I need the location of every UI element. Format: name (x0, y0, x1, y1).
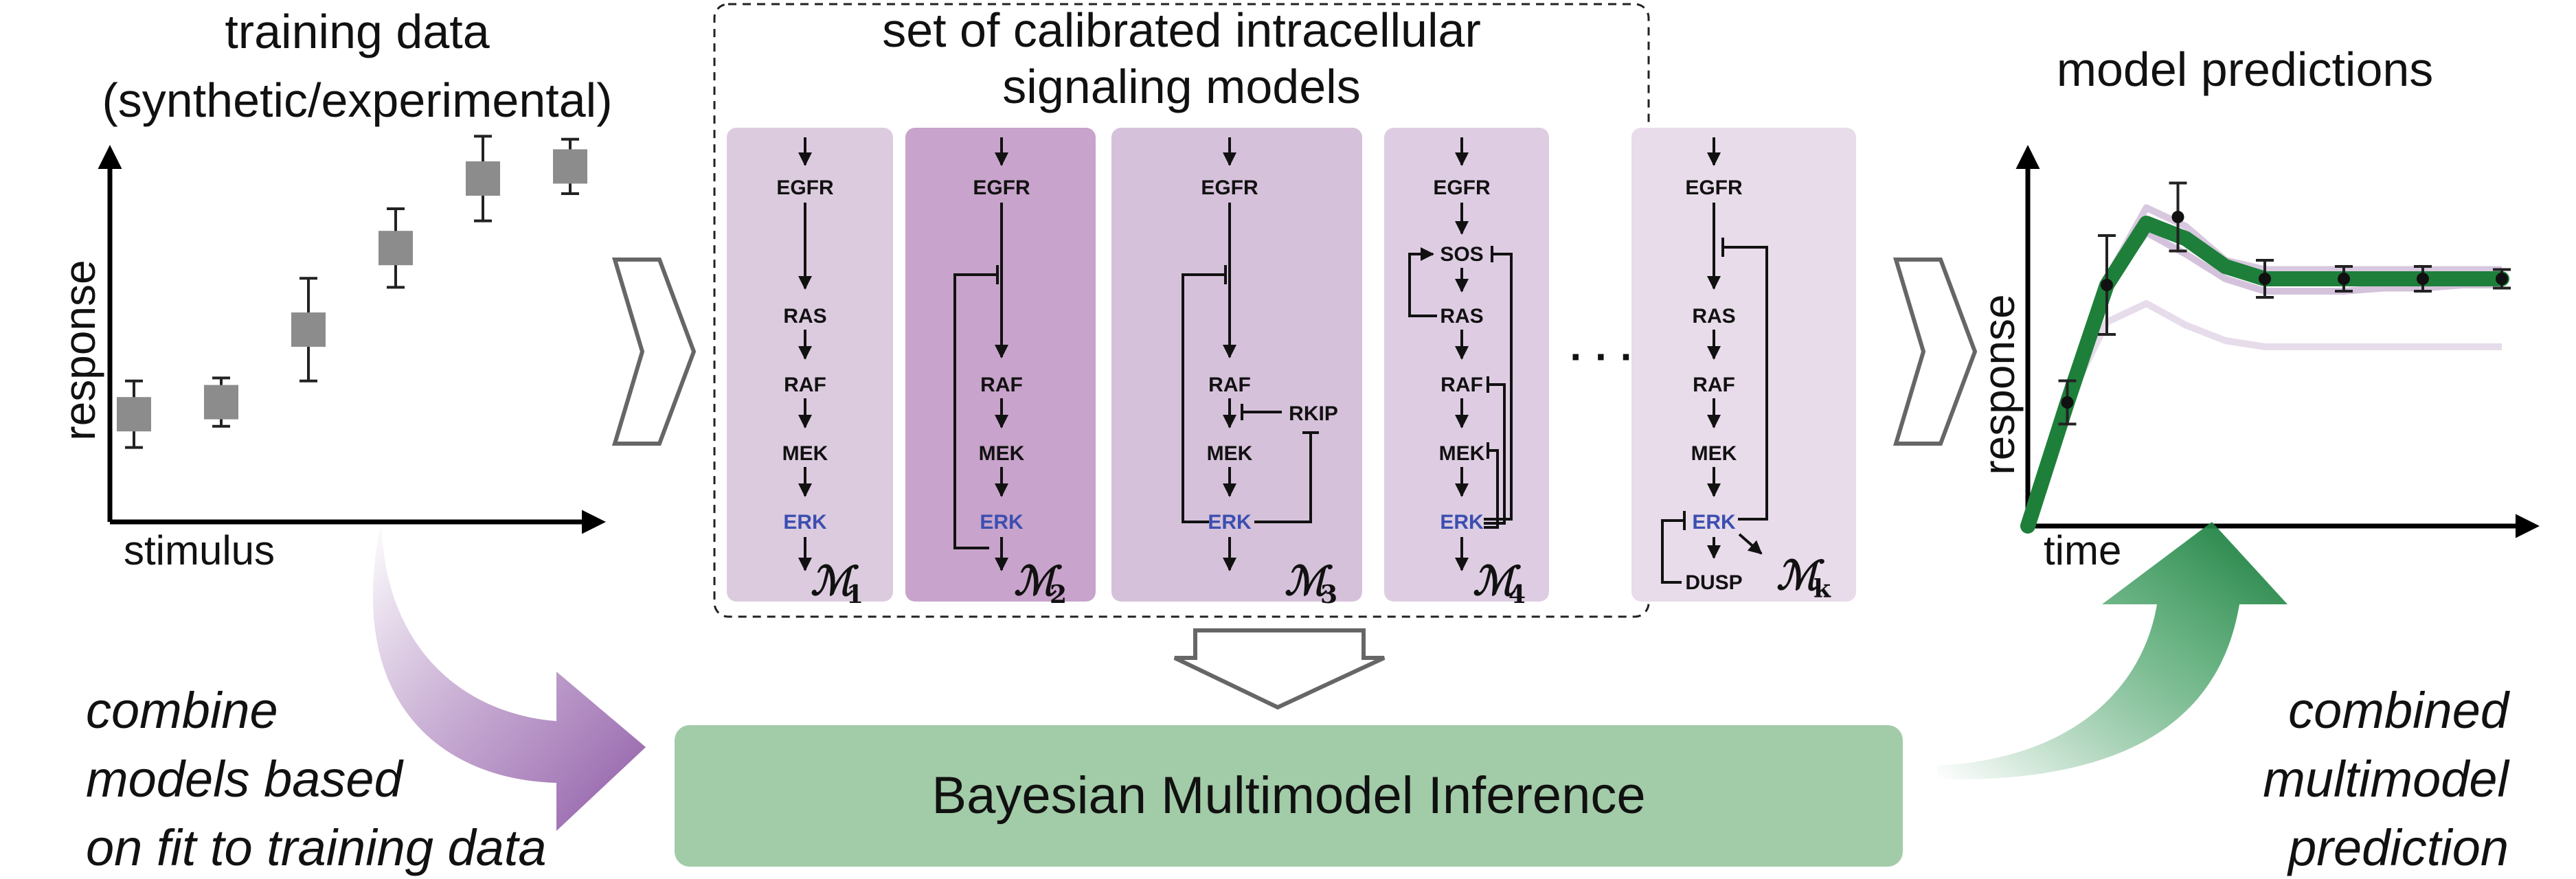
training-title-line2: (synthetic/experimental) (102, 73, 612, 127)
model-2-erk: ERK (980, 511, 1024, 534)
training-ylabel: response (55, 260, 104, 440)
arrow-to-models (611, 258, 697, 446)
prediction-data-point (2061, 396, 2074, 409)
predictions-panel: model predictions response time (1974, 43, 2540, 573)
model-4-label: ℳ (1473, 558, 1522, 604)
training-data-points (117, 135, 587, 449)
models-dashed-frame (713, 3, 1650, 618)
predictions-title: model predictions (2057, 43, 2434, 96)
model-3-label: ℳ (1285, 558, 1333, 604)
training-title-line1: training data (225, 5, 489, 58)
model-1-background (727, 128, 893, 602)
prediction-data-point (2338, 273, 2350, 285)
model-1-label: ℳ (811, 558, 859, 604)
model-k-mek: MEK (1691, 442, 1737, 465)
model-2-network: EGFR RAF MEK ERK ℳ 2 (953, 137, 1067, 609)
training-xlabel: stimulus (124, 527, 275, 573)
model-2-background (905, 128, 1096, 602)
training-data-point (291, 312, 326, 347)
bayesian-inference-label: Bayesian Multimodel Inference (931, 766, 1645, 825)
model-4-mek: MEK (1439, 442, 1485, 465)
prediction-data-point (2417, 273, 2429, 285)
model-1-egfr: EGFR (776, 176, 834, 199)
model-k-raf: RAF (1693, 374, 1735, 396)
model-k-subscript: k (1814, 575, 1831, 604)
training-data-point (379, 231, 413, 266)
model-prediction-traces (2024, 204, 2502, 527)
green-output-arrow (1937, 522, 2287, 780)
model-2-egfr: EGFR (973, 176, 1030, 199)
model-1-erk: ERK (783, 511, 827, 534)
model-3-rkip: RKIP (1289, 402, 1338, 425)
model-3-egfr: EGFR (1201, 176, 1258, 199)
training-data-point (204, 385, 238, 420)
model-1-mek: MEK (782, 442, 828, 465)
model-2-raf: RAF (980, 374, 1023, 396)
models-ellipsis: · · · (1570, 334, 1634, 380)
training-data-point (466, 161, 500, 196)
model-2-label: ℳ (1014, 558, 1063, 604)
models-title-line2: signaling models (1002, 60, 1360, 113)
model-4-network: EGFR SOS RAS RAF MEK ERK ℳ 4 (1408, 137, 1526, 609)
model-k-label: ℳ (1776, 552, 1825, 599)
model-3-erk: ERK (1208, 511, 1252, 534)
model-k-egfr: EGFR (1685, 176, 1743, 199)
model-3-background (1111, 128, 1362, 602)
model-4-egfr: EGFR (1433, 176, 1491, 199)
left-caption-line2: models based (86, 751, 405, 808)
left-caption-line3: on fit to training data (86, 819, 547, 876)
model-1-subscript: 1 (846, 580, 863, 609)
model-3-network: EGFR RAF MEK ERK RKIP ℳ 3 (1182, 137, 1338, 609)
model-2-subscript: 2 (1050, 580, 1067, 609)
model-2-mek: MEK (979, 442, 1025, 465)
prediction-data-point (2496, 273, 2508, 285)
model-trace (2024, 300, 2502, 527)
prediction-data-point (2101, 279, 2113, 291)
arrow-to-inference (1173, 628, 1386, 710)
model-4-erk: ERK (1440, 511, 1484, 534)
predictions-ylabel: response (1974, 294, 2024, 475)
training-data-point (117, 397, 151, 432)
purple-combine-arrow (372, 522, 646, 831)
model-3-raf: RAF (1208, 374, 1251, 396)
model-k-dusp: DUSP (1685, 571, 1742, 594)
model-k-network: EGFR RAS RAF MEK ERK DUSP ℳ k (1661, 137, 1831, 604)
right-caption-line1: combined (2288, 682, 2511, 739)
model-3-subscript: 3 (1320, 580, 1337, 609)
model-1-network: EGFR RAS RAF MEK ERK ℳ 1 (776, 137, 863, 609)
model-1-raf: RAF (784, 374, 826, 396)
model-trace (2024, 204, 2502, 527)
models-panel: set of calibrated intracellular signalin… (713, 3, 1856, 618)
model-4-sos: SOS (1440, 243, 1483, 266)
model-3-mek: MEK (1207, 442, 1253, 465)
models-title-line1: set of calibrated intracellular (882, 3, 1481, 57)
predictions-xlabel: time (2044, 527, 2121, 573)
prediction-data-point (2259, 273, 2271, 285)
bayesian-inference-box (675, 725, 1903, 867)
prediction-data-point (2171, 211, 2184, 223)
training-data-point (553, 149, 587, 184)
right-caption-line3: prediction (2287, 819, 2509, 876)
training-panel: training data (synthetic/experimental) r… (55, 5, 613, 573)
combined-prediction (2020, 181, 2511, 534)
model-4-subscript: 4 (1509, 580, 1526, 609)
arrow-to-predictions (1893, 258, 1978, 446)
model-1-ras: RAS (783, 305, 826, 328)
model-k-erk: ERK (1692, 511, 1736, 534)
left-caption-line1: combine (86, 682, 278, 739)
model-k-background (1631, 128, 1856, 602)
model-4-raf: RAF (1440, 374, 1483, 396)
model-4-ras: RAS (1440, 305, 1483, 328)
model-4-background (1384, 128, 1549, 602)
model-k-ras: RAS (1692, 305, 1735, 328)
right-caption-line2: multimodel (2263, 751, 2510, 808)
